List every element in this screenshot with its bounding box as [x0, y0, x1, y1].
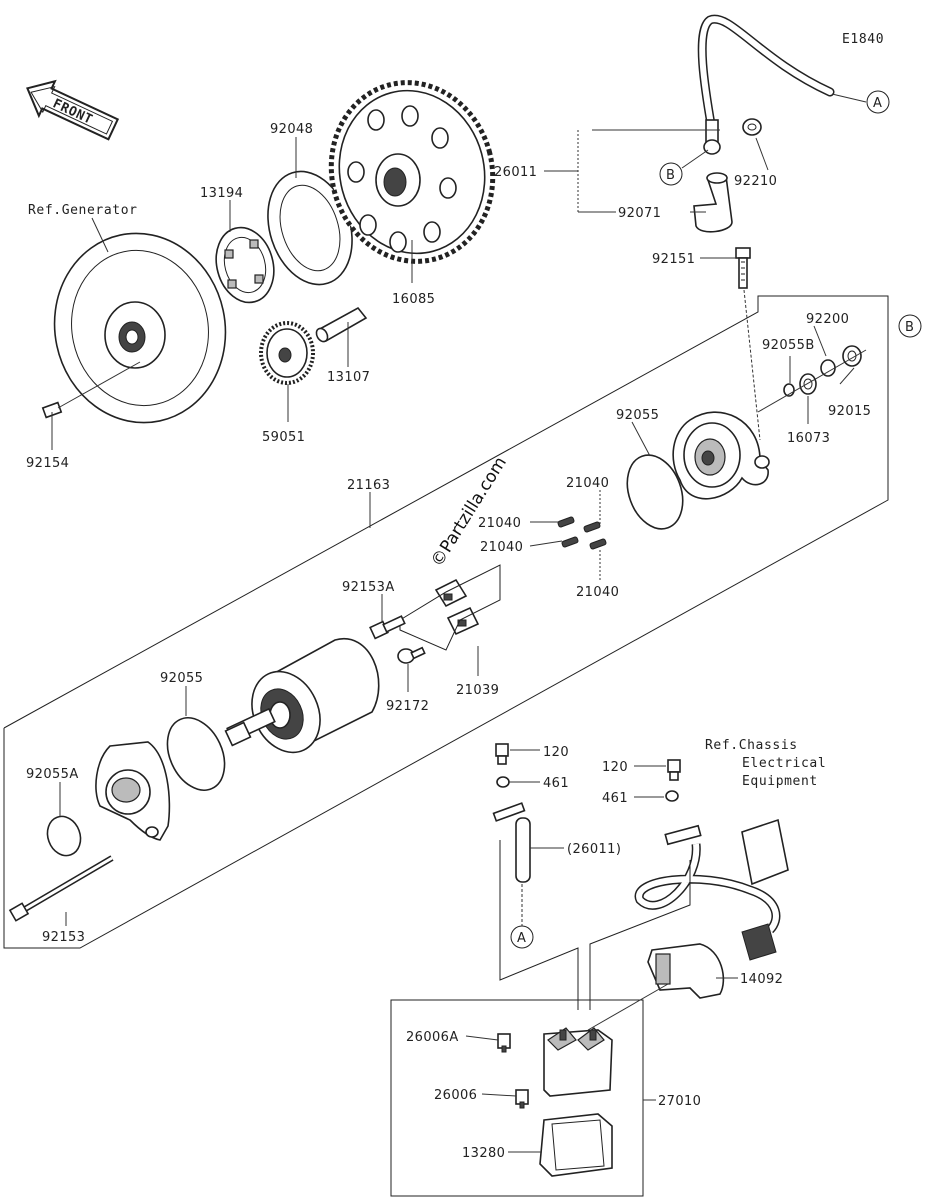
part-label-120-b: 120: [602, 760, 628, 775]
part-label-16073: 16073: [787, 431, 830, 446]
part-label-16085: 16085: [392, 292, 435, 307]
part-label-92210: 92210: [734, 174, 777, 189]
washer-92200: [820, 359, 836, 377]
part-label-21040-c: 21040: [480, 540, 523, 555]
part-label-92055-lower: 92055: [160, 671, 203, 686]
leader-lines: [51, 129, 855, 1153]
cable-terminal: [703, 119, 721, 155]
part-label-92048: 92048: [270, 122, 313, 137]
part-label-92055A: 92055A: [26, 767, 79, 782]
spring-21040-a: [557, 516, 575, 528]
spring-21040-d: [589, 538, 607, 550]
o-ring-92055-upper: [626, 454, 684, 530]
connector-label: B: [666, 168, 675, 183]
group-outline-27010: [390, 999, 644, 1197]
starter-cable: [697, 14, 835, 135]
wiring-harness: [634, 818, 789, 961]
part-label-13280: 13280: [462, 1146, 505, 1161]
plate-92048: [267, 170, 353, 286]
fuse-26006: [515, 1089, 529, 1109]
starter-end-cover: [672, 411, 770, 500]
part-label-92055-upper: 92055: [616, 408, 659, 423]
generator-rotor: [53, 232, 227, 424]
part-label-92200: 92200: [806, 312, 849, 327]
gear-59051: [259, 321, 315, 385]
washer-461-b: [665, 790, 679, 802]
connector-a-top: A: [866, 90, 890, 114]
group-outline-21163: [3, 295, 889, 949]
part-label-92172: 92172: [386, 699, 429, 714]
part-label-21163: 21163: [347, 478, 390, 493]
shaft-13107: [315, 306, 368, 343]
connector-b-right: B: [898, 314, 922, 338]
washer-461-a: [496, 776, 510, 788]
part-label-59051: 59051: [262, 430, 305, 445]
spring-21040-c: [561, 536, 579, 548]
bolt-92153: [8, 855, 114, 922]
part-label-92153: 92153: [42, 930, 85, 945]
part-label-21040-d: 21040: [576, 585, 619, 600]
connector-label: A: [873, 96, 882, 111]
connector-a-bottom: A: [510, 925, 534, 949]
part-label-26006: 26006: [434, 1088, 477, 1103]
part-label-21040-a: 21040: [566, 476, 609, 491]
diagram-code: E1840: [842, 32, 884, 47]
part-label-461-a: 461: [543, 776, 569, 791]
part-label-21040-b: 21040: [478, 516, 521, 531]
relay-cover-14092: [647, 943, 725, 999]
connector-label: B: [905, 320, 914, 335]
washer-16073: [799, 373, 817, 395]
part-label-14092: 14092: [740, 972, 783, 987]
part-label-92015: 92015: [828, 404, 871, 419]
part-label-461-b: 461: [602, 791, 628, 806]
part-label-13194: 13194: [200, 186, 243, 201]
gear-16085: [328, 80, 496, 264]
nut-92015: [842, 345, 862, 367]
connector-label: A: [517, 931, 526, 946]
cap-92071: [693, 172, 733, 233]
ref-generator-label: Ref.Generator: [28, 203, 138, 218]
part-label-92153A: 92153A: [342, 580, 395, 595]
starter-clutch-13194: [215, 226, 275, 304]
starter-motor-yoke: [224, 637, 380, 754]
spring-21040-b: [583, 521, 601, 533]
part-label-92071: 92071: [618, 206, 661, 221]
nut-92210: [742, 118, 762, 136]
o-ring-92055A: [46, 815, 82, 857]
part-label-26006A: 26006A: [406, 1030, 459, 1045]
part-label-26011-ref: (26011): [567, 842, 621, 857]
part-label-26011: 26011: [494, 165, 537, 180]
ref-chassis-line1: Ref.Chassis: [705, 738, 798, 753]
fuse-26006A: [497, 1033, 511, 1053]
part-label-27010: 27010: [658, 1094, 701, 1109]
bolt-120-b: [667, 759, 681, 781]
part-label-92055B: 92055B: [762, 338, 815, 353]
part-label-92154: 92154: [26, 456, 69, 471]
starter-relay: [543, 1027, 613, 1097]
bolt-120-a: [495, 743, 509, 765]
cable-26011-ref: [492, 802, 531, 883]
bolt-92154: [41, 361, 141, 419]
bolt-92153A: [369, 615, 406, 640]
starter-front-cover: [95, 741, 171, 841]
part-label-13107: 13107: [327, 370, 370, 385]
connector-b-top: B: [659, 162, 683, 186]
screw-92172: [397, 646, 426, 664]
ref-chassis-line3: Equipment: [742, 774, 818, 789]
ref-chassis-line2: Electrical: [742, 756, 826, 771]
part-label-120-a: 120: [543, 745, 569, 760]
part-label-21039: 21039: [456, 683, 499, 698]
bolt-92151: [735, 247, 751, 289]
front-arrow-icon: FRONT: [26, 79, 120, 141]
o-ring-92055-lower: [166, 717, 226, 791]
part-label-92151: 92151: [652, 252, 695, 267]
relay-case-13280: [539, 1113, 613, 1177]
